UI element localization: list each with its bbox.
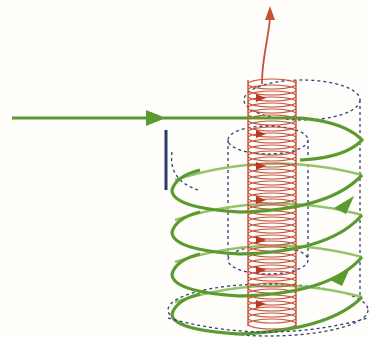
red-coil-ring <box>247 138 297 150</box>
red-coil-ring <box>247 276 297 288</box>
red-coil-ring <box>247 174 297 186</box>
red-coil-ring <box>247 288 297 300</box>
green-front-0 <box>299 116 365 162</box>
red-coil-arrow-icon-2 <box>256 130 266 138</box>
green-helix-arrow-icon-2 <box>330 268 350 286</box>
red-coil-ring <box>247 132 297 144</box>
green-incoming-arrow-icon <box>146 110 166 126</box>
red-coil-ring <box>247 258 297 270</box>
green-front-4 <box>170 292 364 336</box>
green-back-1 <box>174 162 363 182</box>
green-front-1 <box>170 168 364 214</box>
red-coil-ring <box>247 84 297 96</box>
red-coil-ring <box>247 306 297 318</box>
red-coil-arrow-icon-5 <box>256 236 266 244</box>
red-coil-ring <box>247 156 297 168</box>
red-coil-arrows <box>256 94 266 308</box>
bottom-cylinder <box>167 283 369 337</box>
bottom-cylinder-front <box>167 317 369 333</box>
red-coil-ring <box>247 78 297 90</box>
red-coil-ring <box>247 312 297 324</box>
red-coil-ring <box>247 90 297 102</box>
red-coil-ring <box>247 180 297 192</box>
red-coil-ring <box>247 162 297 174</box>
red-coil-ring <box>247 228 297 240</box>
green-front-3 <box>170 252 364 298</box>
red-coil-ring <box>247 120 297 132</box>
red-coil-ring <box>247 246 297 258</box>
red-coil-arrow-icon-4 <box>256 196 266 204</box>
red-coil-arrow-icon-1 <box>256 94 266 102</box>
red-coil-ring <box>247 150 297 162</box>
red-coil-arrow-icon-7 <box>256 300 266 308</box>
red-coil-ring <box>247 300 297 312</box>
large-cylinder-left-arc <box>170 151 199 191</box>
red-coil-arrow-icon-3 <box>256 162 266 170</box>
red-coil-ring <box>247 216 297 228</box>
red-coil-ring <box>247 186 297 198</box>
red-coil-ring <box>247 102 297 114</box>
green-helix-front <box>170 116 365 336</box>
red-coil-ring <box>247 168 297 180</box>
red-coil-ring <box>247 264 297 276</box>
red-coil-ring <box>247 222 297 234</box>
red-coil-ring <box>247 318 297 330</box>
red-coil-ring <box>247 192 297 204</box>
green-helix-arrow-icon-1 <box>334 196 354 214</box>
red-coil-ring <box>247 126 297 138</box>
green-front-2 <box>170 210 364 256</box>
red-outgoing-wire <box>261 17 271 85</box>
red-coil-arrow-icon-6 <box>256 266 266 274</box>
red-coil-ring <box>247 96 297 108</box>
red-coil-ring <box>247 144 297 156</box>
red-coil-rings <box>247 78 297 330</box>
red-coil-ring <box>247 114 297 126</box>
red-coil-ring <box>247 234 297 246</box>
red-coil-ring <box>247 270 297 282</box>
red-outgoing-arrow-icon <box>265 6 275 20</box>
red-coil-ring <box>247 204 297 216</box>
